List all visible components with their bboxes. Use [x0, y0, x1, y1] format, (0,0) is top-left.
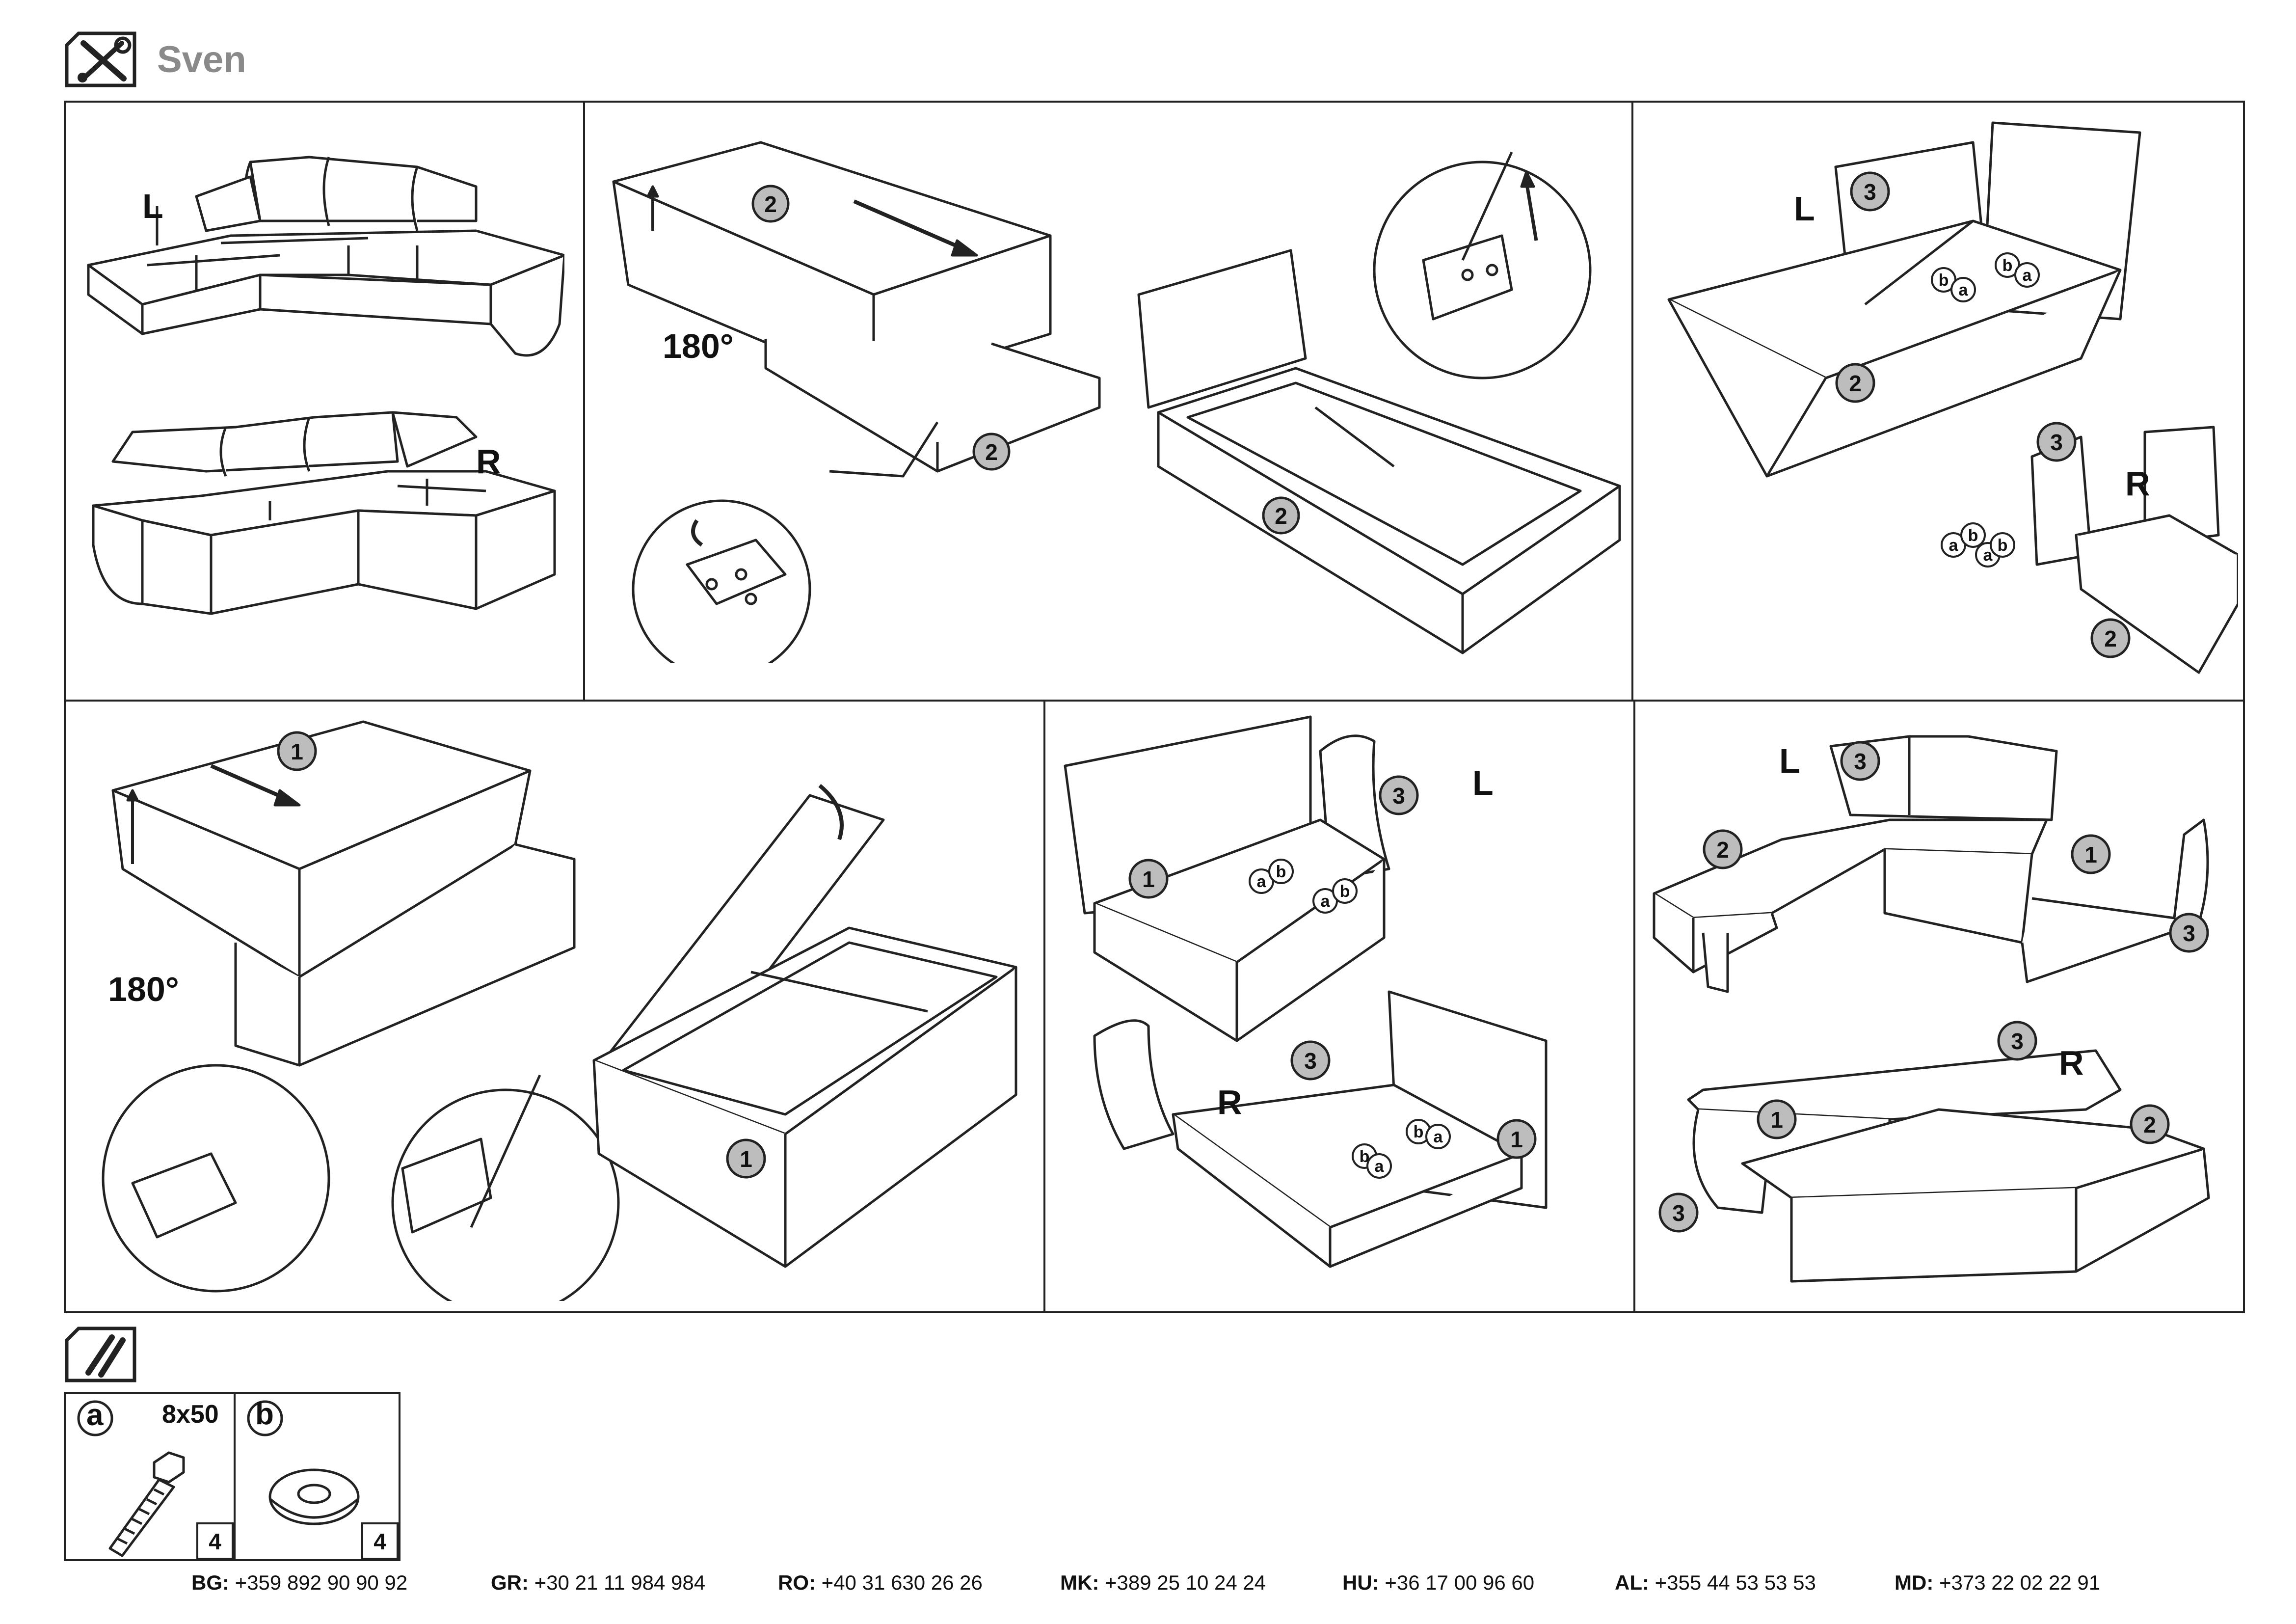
step-3-part-3-left: 3 [1864, 179, 1876, 205]
step-3-label-left: L [1794, 189, 1815, 228]
step-3-label-right: R [2125, 464, 2150, 503]
sofa-final-illustration: 3 2 1 3 3 1 2 3 [1653, 735, 2210, 1283]
svg-text:a: a [1434, 1128, 1443, 1146]
hardware-letter-b: b [255, 1397, 274, 1431]
seat-flip-illustration: 1 1 [102, 720, 1017, 1301]
svg-text:b: b [1968, 526, 1978, 545]
product-title: Sven [157, 39, 246, 81]
contact-ro: RO: +40 31 630 26 26 [778, 1571, 983, 1594]
sofa-illustration-right [92, 411, 556, 615]
contact-gr: GR: +30 21 11 984 984 [491, 1571, 706, 1594]
svg-text:b: b [1340, 882, 1350, 901]
step-6-panel [1633, 700, 2245, 1313]
step-2-part-number-top: 2 [764, 191, 777, 217]
hardware-letter-a: a [86, 1398, 104, 1432]
contact-bg: BG: +359 892 90 90 92 [191, 1571, 408, 1594]
washer-icon [268, 1468, 360, 1525]
svg-text:a: a [2023, 266, 2032, 285]
svg-text:b: b [1360, 1147, 1370, 1166]
step-3-part-3-right: 3 [2050, 430, 2063, 455]
contact-hu: HU: +36 17 00 96 60 [1342, 1571, 1535, 1594]
svg-text:a: a [1949, 536, 1959, 555]
step-2-rotation-label: 180° [663, 327, 734, 365]
step-6-label-right: R [2059, 1044, 2084, 1082]
step-5-label-right: R [1217, 1083, 1242, 1121]
step-2-part-number-open: 2 [1275, 503, 1287, 529]
step-6-label-left: L [1779, 742, 1800, 780]
step-5-part-1-left: 1 [1142, 866, 1155, 892]
step-3-part-2-right: 2 [2104, 626, 2117, 651]
contact-al: AL: +355 44 53 53 53 [1615, 1571, 1816, 1594]
step-2-part-number-mid: 2 [985, 439, 998, 465]
svg-text:a: a [1983, 546, 1993, 565]
svg-text:b: b [2002, 256, 2013, 275]
hardware-qty-b: 4 [361, 1522, 399, 1560]
hardware-qty-a: 4 [196, 1522, 234, 1560]
contact-md: MD: +373 22 02 22 91 [1895, 1571, 2101, 1594]
hardware-item-b: b 4 [234, 1392, 400, 1561]
step-6-part-1-bottom: 1 [1770, 1107, 1783, 1133]
step-6-part-2-bottom: 2 [2143, 1112, 2156, 1137]
step-6-part-3-bottom: 3 [1672, 1200, 1685, 1226]
tools-icon [64, 30, 137, 88]
step-3-part-2-left: 2 [1849, 371, 1862, 396]
step-4-part-number-top: 1 [291, 739, 303, 764]
step-6-part-3-mid: 3 [2011, 1029, 2024, 1054]
hardware-item-a: a 8x50 4 [64, 1392, 236, 1561]
svg-text:b: b [1939, 271, 1949, 290]
chaise-flip-illustration: 2 2 [612, 141, 1101, 663]
svg-text:b: b [1414, 1123, 1424, 1141]
step-6-part-2-top: 2 [1716, 837, 1729, 863]
svg-text:a: a [1257, 872, 1267, 891]
step-5-part-1-right: 1 [1510, 1127, 1523, 1152]
step-6-part-1-top: 1 [2084, 842, 2097, 867]
hardware-size-a: 8x50 [162, 1400, 219, 1429]
bolt-icon [108, 1451, 185, 1557]
svg-text:a: a [1959, 281, 1969, 299]
step-6-part-3-top: 3 [1854, 749, 1867, 774]
chaise-open-illustration: 2 [1137, 151, 1621, 654]
step-4-part-number-open: 1 [740, 1146, 752, 1172]
step-6-part-3-right: 3 [2183, 920, 2195, 946]
step-5-label-left: L [1472, 764, 1494, 802]
screws-icon [64, 1326, 137, 1383]
step-1-label-right: R [476, 442, 501, 481]
svg-text:a: a [1375, 1157, 1385, 1176]
sofa-illustration-left [87, 156, 564, 357]
step-1-label-left: L [142, 187, 163, 225]
contact-footer: BG: +359 892 90 90 92 GR: +30 21 11 984 … [0, 1571, 2296, 1600]
contact-mk: MK: +389 25 10 24 24 [1060, 1571, 1266, 1594]
svg-text:b: b [1998, 536, 2008, 555]
svg-text:b: b [1276, 863, 1286, 881]
step-5-part-3-right: 3 [1304, 1048, 1317, 1074]
step-5-part-3-left: 3 [1392, 783, 1405, 809]
chaise-assembly-illustration: 3 2 3 2 ba ba ab ab [1667, 121, 2238, 674]
step-4-rotation-label: 180° [108, 970, 179, 1008]
svg-text:a: a [1321, 892, 1331, 911]
